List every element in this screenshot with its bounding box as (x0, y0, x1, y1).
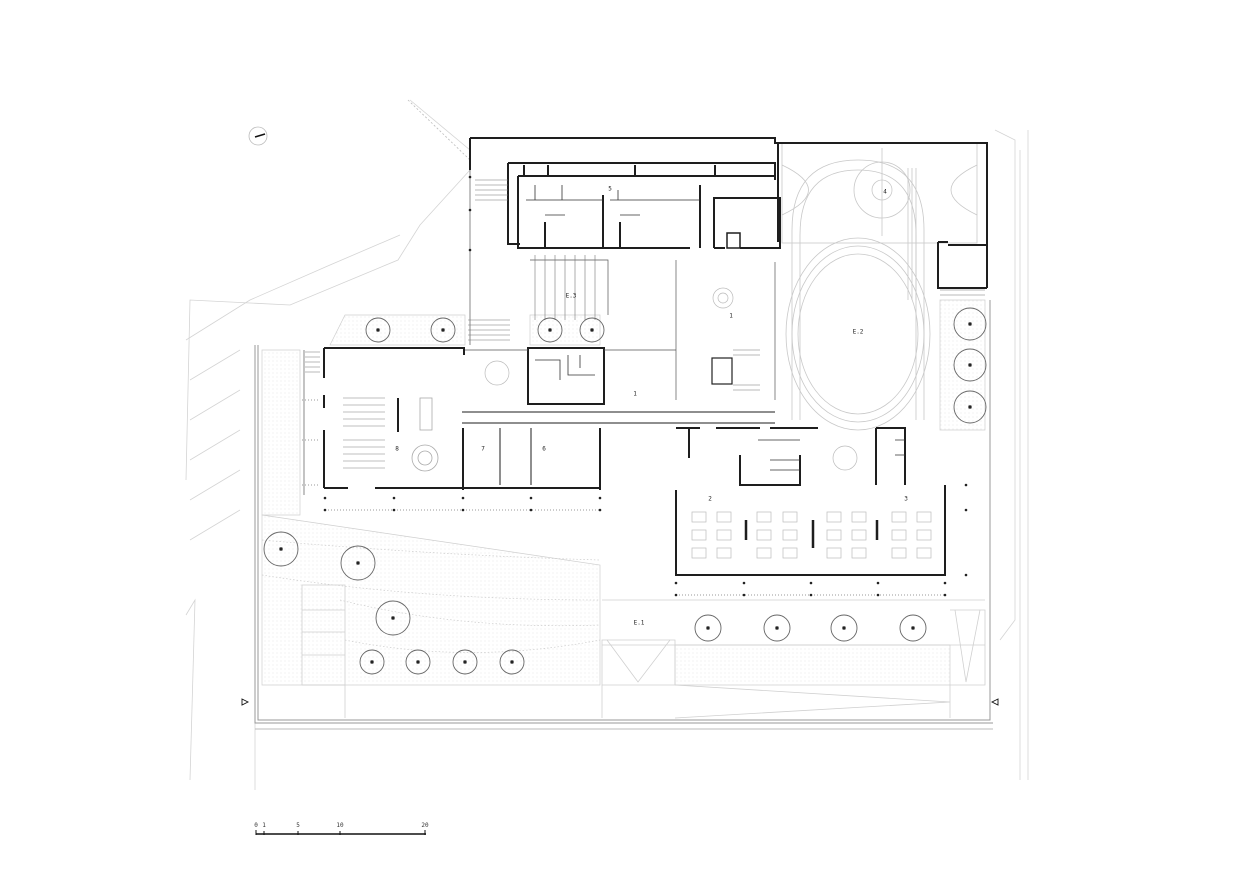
glazing (303, 170, 776, 495)
site-context (185, 99, 1029, 790)
trees (263, 307, 987, 675)
space-label-e1: E.1 (633, 619, 645, 627)
entrance-arrow-icon-east (990, 698, 999, 706)
ramps (301, 584, 986, 719)
scale-tick-1: 1 (262, 822, 266, 829)
colonnade (302, 399, 945, 596)
library-shelves (343, 397, 439, 472)
room-label-6: 6 (542, 445, 546, 453)
room-label-1b: 1 (633, 390, 637, 398)
room-label-5: 5 (608, 185, 612, 193)
sports-field (781, 142, 978, 431)
dining-tables (484, 287, 932, 559)
space-label-e2: E.2 (852, 328, 864, 336)
scale-tick-5: 5 (296, 822, 300, 829)
interior-partitions (526, 185, 905, 471)
garden-paths (261, 539, 601, 653)
north-arrow-icon (248, 126, 268, 146)
room-label-3: 3 (904, 495, 908, 503)
entrance-arrow-icon-west (241, 698, 250, 706)
scale-tick-20: 20 (421, 822, 429, 829)
room-label-1a: 1 (729, 312, 733, 320)
building-walls (323, 137, 988, 576)
landscape-areas (261, 299, 986, 686)
stairs (305, 179, 985, 391)
scale-bar (255, 830, 426, 835)
room-label-4: 4 (883, 188, 887, 196)
columns (323, 175, 968, 597)
space-label-e3: E.3 (565, 292, 577, 300)
site-boundary (254, 300, 993, 730)
room-label-2: 2 (708, 495, 712, 503)
scale-tick-0: 0 (254, 822, 258, 829)
room-label-8: 8 (395, 445, 399, 453)
scale-tick-10: 10 (336, 822, 344, 829)
room-label-7: 7 (481, 445, 485, 453)
